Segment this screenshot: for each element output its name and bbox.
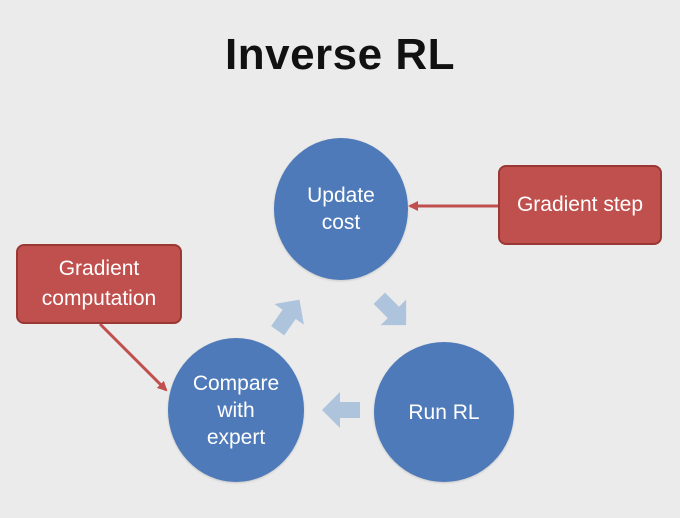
node-run-rl: Run RL: [374, 342, 514, 482]
callout-gradient-step: Gradient step: [498, 165, 662, 245]
slide-title: Inverse RL: [225, 30, 455, 79]
node-update-cost-label: Update cost: [307, 184, 375, 234]
cycle-arrow-compare-to-update: [271, 299, 304, 336]
callout-gradient-computation: Gradient computation: [16, 244, 182, 324]
node-update-cost: Update cost: [274, 138, 408, 280]
cycle-arrow-run-to-compare: [322, 392, 360, 428]
callout-gradient-computation-label: Gradient computation: [41, 257, 157, 310]
cycle-arrow-update-to-run: [373, 292, 407, 326]
node-compare-with-expert: Compare with expert: [168, 338, 304, 482]
callout-gradient-step-label: Gradient step: [516, 193, 644, 216]
gradient-computation-arrow: [98, 322, 168, 392]
node-compare-with-expert-label: Compare with expert: [192, 371, 280, 449]
node-run-rl-label: Run RL: [408, 400, 480, 424]
